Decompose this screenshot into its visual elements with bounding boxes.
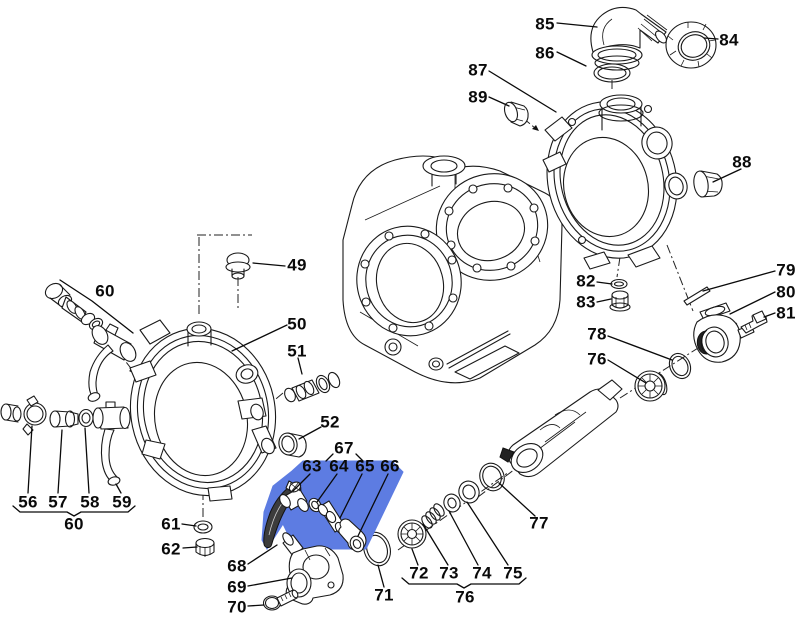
part-oring-77 [479, 462, 505, 492]
part-label-58: 58 [80, 492, 100, 512]
bolt-holes [360, 229, 458, 333]
part-label-49: 49 [287, 255, 307, 275]
part-elbow-85 [590, 6, 668, 71]
assembly-arrow-icon [532, 125, 539, 131]
part-label-84: 84 [719, 30, 739, 50]
part-ring-nut-84 [665, 21, 717, 69]
part-label-63: 63 [302, 456, 322, 476]
leader-lines-highlight [292, 453, 389, 537]
part-washer-82 [610, 278, 628, 290]
part-oring-86 [593, 63, 631, 83]
part-elbow-66 [338, 518, 367, 553]
part-hose-fitting-81 [740, 310, 768, 334]
part-label-77: 77 [529, 513, 549, 533]
part-label-73: 73 [439, 563, 459, 583]
part-oring-61 [193, 520, 213, 534]
part-label-86: 86 [535, 43, 555, 63]
part-label-60-group-bottom: 60 [64, 514, 84, 534]
part-valve-cartridge-72 [397, 519, 427, 549]
part-label-83: 83 [576, 292, 596, 312]
part-label-59: 59 [112, 492, 132, 512]
part-plug-89 [503, 101, 529, 127]
part-label-67: 67 [334, 438, 354, 458]
leader-lines [12, 22, 776, 607]
part-label-89: 89 [468, 87, 488, 107]
part-label-70: 70 [227, 597, 247, 617]
part-label-57: 57 [48, 492, 68, 512]
part-label-62: 62 [161, 539, 181, 559]
part-label-79: 79 [776, 260, 796, 280]
part-seat-75 [458, 480, 480, 504]
part-regulator-69 [282, 532, 344, 605]
part-plug-52 [278, 432, 307, 458]
part-label-88: 88 [732, 152, 752, 172]
part-label-78: 78 [587, 324, 607, 344]
part-fitting-51 [284, 371, 341, 403]
part-label-71: 71 [374, 585, 394, 605]
part-bolt-70 [262, 589, 299, 611]
part-label-69: 69 [227, 577, 247, 597]
part-pump-cover-87 [542, 94, 688, 270]
part-label-85: 85 [535, 14, 555, 34]
part-label-66: 66 [380, 456, 400, 476]
part-manifold-77-region [499, 379, 623, 478]
part-pump-body [342, 155, 563, 384]
part-washer-74 [443, 493, 461, 513]
part-oring-78 [668, 352, 692, 380]
part-label-74: 74 [472, 563, 492, 583]
part-valve-body-80 [693, 302, 755, 363]
group-valve-60-top-left [44, 282, 137, 402]
part-label-82: 82 [576, 271, 596, 291]
part-cap-nut-83 [609, 290, 631, 312]
part-label-68: 68 [227, 556, 247, 576]
part-label-76-group-bottom: 76 [455, 587, 475, 607]
part-label-87: 87 [468, 60, 488, 80]
part-label-52: 52 [320, 412, 340, 432]
part-label-61: 61 [161, 514, 181, 534]
bolt-holes [444, 183, 540, 273]
part-cap-nut-62 [195, 537, 215, 557]
part-plug-88 [693, 170, 723, 198]
part-label-64: 64 [329, 456, 349, 476]
part-label-76-right: 76 [587, 349, 607, 369]
part-label-80: 80 [776, 282, 796, 302]
part-valve-63 [279, 481, 309, 512]
part-label-60-group-top: 60 [95, 281, 115, 301]
part-label-75: 75 [503, 563, 523, 583]
part-pump-cover-50 [129, 319, 277, 502]
group-parts-56-59 [0, 395, 131, 486]
part-label-65: 65 [355, 456, 375, 476]
part-plug-49 [225, 252, 251, 280]
part-label-50: 50 [287, 314, 307, 334]
part-label-56: 56 [18, 492, 38, 512]
part-label-51: 51 [287, 341, 307, 361]
part-label-72: 72 [409, 563, 429, 583]
part-valve-cartridge-76-right [634, 370, 668, 402]
part-label-81: 81 [776, 303, 796, 323]
